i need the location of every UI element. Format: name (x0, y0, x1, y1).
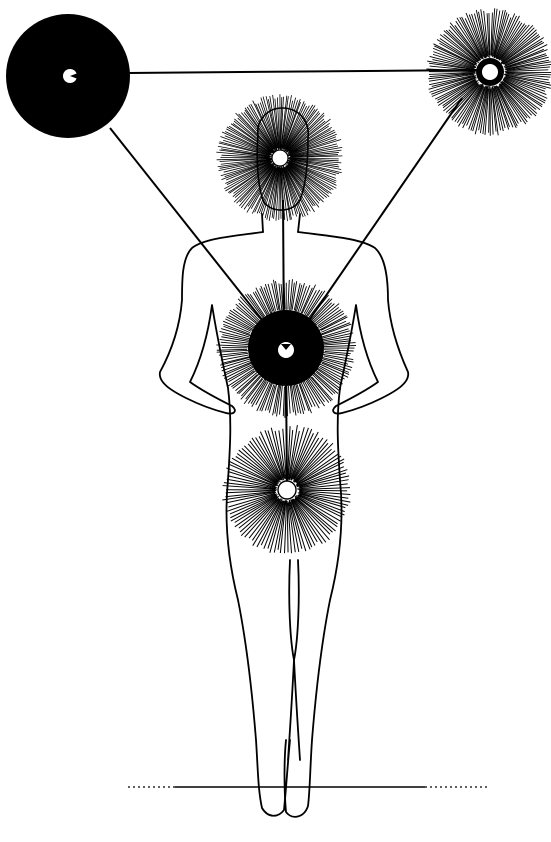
ray (216, 345, 249, 346)
ray (288, 386, 290, 413)
inner-legs (288, 660, 300, 760)
ray (299, 490, 347, 491)
connections (110, 70, 478, 485)
ray (217, 349, 247, 350)
head-core (272, 150, 288, 166)
ray (279, 384, 282, 415)
ray (290, 279, 293, 310)
ring-inner (482, 64, 498, 80)
ray (466, 13, 484, 58)
ray (288, 280, 289, 310)
leg-divide (289, 560, 299, 660)
ray (217, 350, 249, 352)
ray (321, 358, 352, 367)
ray (489, 86, 490, 133)
connection-upper-right-solar-plexus (292, 98, 462, 345)
ray (287, 121, 325, 152)
ray (323, 346, 356, 347)
lower-abdomen-node (222, 425, 350, 553)
ray (286, 429, 287, 480)
ray (283, 387, 284, 417)
upper-left-node (6, 14, 130, 138)
ray (324, 350, 354, 351)
ray (285, 385, 286, 418)
ray (294, 443, 328, 482)
upper-right-node (426, 8, 551, 135)
ray (236, 113, 273, 150)
ray (288, 164, 330, 197)
head-node (216, 94, 342, 221)
connection-upper-left-upper-right (128, 70, 478, 73)
lower-core (278, 481, 296, 499)
